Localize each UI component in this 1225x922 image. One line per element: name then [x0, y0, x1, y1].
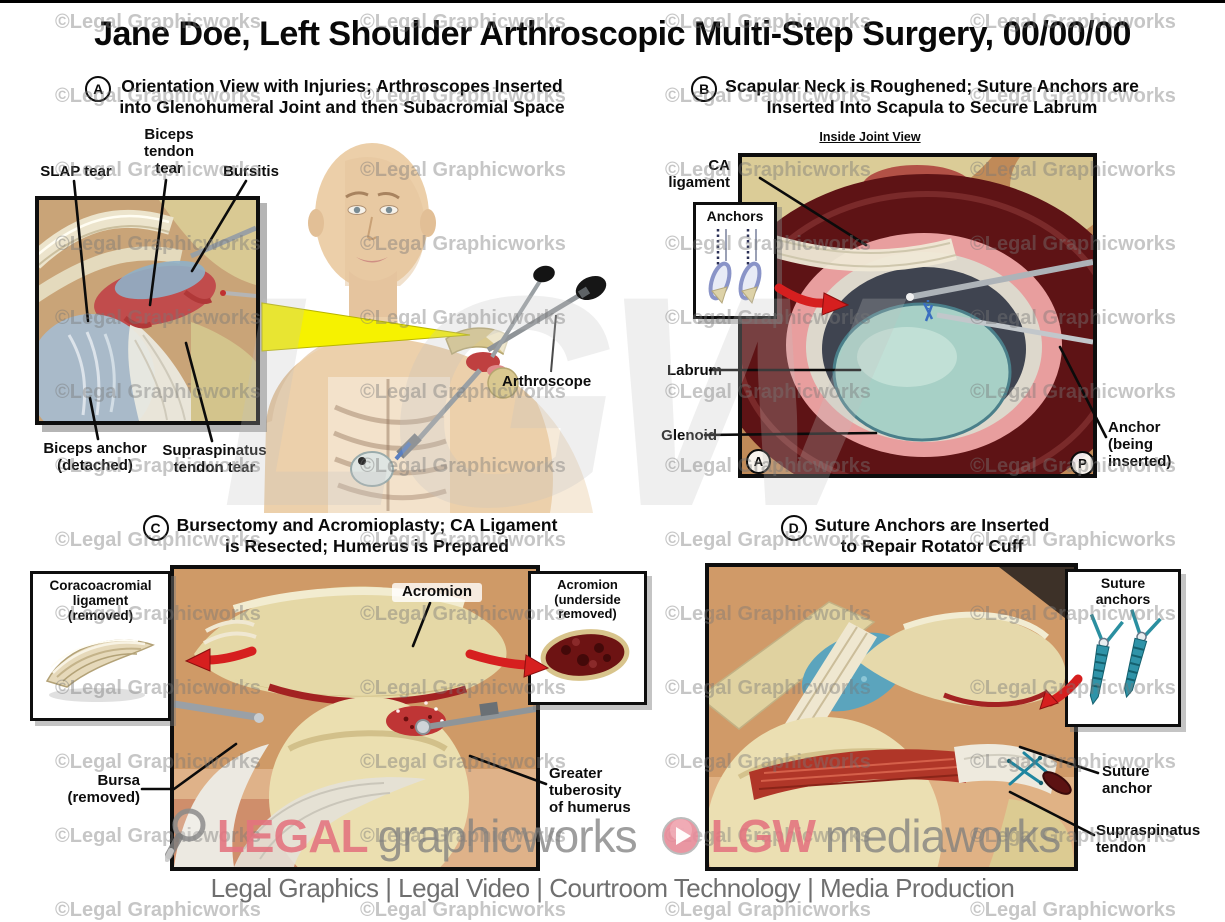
brand-graphicworks: graphicworks [377, 810, 638, 862]
label-supraspinatus-tendon: Supraspinatus tendon [1096, 822, 1201, 856]
posterior-marker: P [1070, 451, 1095, 476]
panel-a-header: A Orientation View with Injuries; Arthro… [40, 76, 610, 117]
label-suture-anchor: Suture anchor [1102, 763, 1153, 797]
instrument-lower [415, 368, 482, 443]
inflow-pump [350, 451, 394, 487]
suture-anchor-glyphs [708, 228, 762, 304]
panel-b-header: B Scapular Neck is Roughened; Suture Anc… [635, 76, 1195, 117]
label-supraspinatus-tear: Supraspinatus tendon tear [162, 442, 267, 476]
anterior-marker: A [746, 449, 771, 474]
ear-left [308, 209, 324, 237]
footer-brand-row: LEGAL graphicworks LGW mediaworks [0, 807, 1225, 865]
inside-joint-view-label: Inside Joint View [819, 130, 921, 144]
instrument-1 [909, 259, 1093, 300]
label-biceps-anchor: Biceps anchor (detached) [43, 440, 147, 474]
play-icon [661, 817, 700, 855]
arthroscope-shaft-2 [490, 279, 542, 359]
screw-anchor-2 [1124, 609, 1162, 699]
label-bursitis: Bursitis [223, 163, 279, 180]
acromion-bone [859, 615, 1066, 707]
panel-b-title-line2: Inserted Into Scapula to Secure Labrum [766, 96, 1098, 117]
panel-d-title-line1: Suture Anchors are Inserted [814, 515, 1050, 535]
burr-instrument [425, 706, 536, 730]
label-slap-tear: SLAP tear [40, 163, 112, 180]
magnifier-icon [164, 808, 206, 862]
panel-d-header: D Suture Anchors are Inserted to Repair … [715, 515, 1115, 556]
acromion-underside-inset-title: Acromion (underside removed) [554, 577, 621, 622]
suture-anchors-inset-title: Suture anchors [1095, 575, 1151, 607]
panel-c-title-line2: is Resected; Humerus is Prepared [224, 535, 509, 556]
footer-tagline: Legal Graphics | Legal Video | Courtroom… [210, 873, 1015, 903]
panel-d-suture-anchors-inset: Suture anchors [1065, 569, 1181, 727]
panel-a-title-line1: Orientation View with Injuries; Arthrosc… [121, 76, 563, 96]
panel-c-ligament-inset: Coracoacromial ligament (removed) [30, 571, 171, 721]
anchor-glyph-2 [738, 228, 762, 304]
supraspinatus-fan [128, 320, 201, 421]
panel-d-letter-badge: D [780, 515, 807, 541]
ear-right [420, 209, 436, 237]
brand-mediaworks: mediaworks [824, 810, 1061, 862]
panel-b-anchors-inset: Anchors [693, 202, 777, 319]
label-arthroscope: Arthroscope [502, 373, 592, 390]
panel-c-title-line1: Bursectomy and Acromioplasty; CA Ligamen… [176, 515, 558, 535]
torso [264, 317, 593, 513]
panel-a-title-line2: into Glenohumeral Joint and then Subacro… [119, 96, 565, 117]
label-ca-ligament: CA ligament [668, 157, 730, 191]
label-biceps-tendon-tear: Biceps tendon tear [144, 126, 194, 177]
instrument-2 [936, 312, 1093, 345]
label-acromion: Acromion [392, 583, 482, 602]
panel-a-letter-badge: A [85, 76, 112, 102]
glenoid-bone [191, 322, 256, 421]
brand-legal: LEGAL [216, 810, 369, 862]
arthroscope-camera-2 [533, 265, 555, 283]
anchor-being-inserted [922, 300, 934, 322]
patient-torso-illustration [250, 121, 650, 513]
scapula-spine [709, 601, 876, 730]
coracoacromial-inset-title: Coracoacromial ligament (removed) [49, 578, 152, 624]
abraded-tuberosity [386, 706, 446, 736]
panel-b-title-line1: Scapular Neck is Roughened; Suture Ancho… [725, 76, 1139, 96]
humeral-head [487, 367, 519, 399]
arthroscope-camera-1 [575, 275, 607, 301]
label-anchor-being-inserted: Anchor (being inserted) [1108, 419, 1172, 470]
panel-c-letter-badge: C [142, 515, 169, 541]
acromion-underside-glyph [540, 628, 630, 681]
label-greater-tuberosity: Greater tuberosity of humerus [549, 765, 631, 816]
label-glenoid: Glenoid [661, 427, 717, 444]
arm-highlight [486, 323, 621, 513]
anchors-inset-title: Anchors [706, 208, 764, 224]
label-labrum: Labrum [666, 362, 722, 379]
panel-c-acromion-inset: Acromion (underside removed) [528, 571, 647, 705]
panel-b-joint-image [738, 153, 1097, 478]
panel-a-joint-inset [35, 196, 260, 425]
anchor-glyph-1 [708, 228, 732, 304]
label-bursa-removed: Bursa (removed) [67, 772, 140, 806]
panel-b-letter-badge: B [691, 76, 718, 102]
screw-anchor-1 [1089, 614, 1124, 706]
suture-anchor-screw-glyphs [1089, 609, 1162, 706]
shaver-instrument [174, 700, 257, 721]
brand-lgw: LGW [710, 810, 816, 862]
panel-d-title-line2: to Repair Rotator Cuff [840, 535, 1024, 556]
panel-c-header: C Bursectomy and Acromioplasty; CA Ligam… [95, 515, 605, 556]
page-title: Jane Doe, Left Shoulder Arthroscopic Mul… [94, 15, 1131, 53]
lips [356, 257, 388, 263]
burr-tip [415, 719, 431, 735]
removed-ligament-glyph [45, 639, 155, 703]
